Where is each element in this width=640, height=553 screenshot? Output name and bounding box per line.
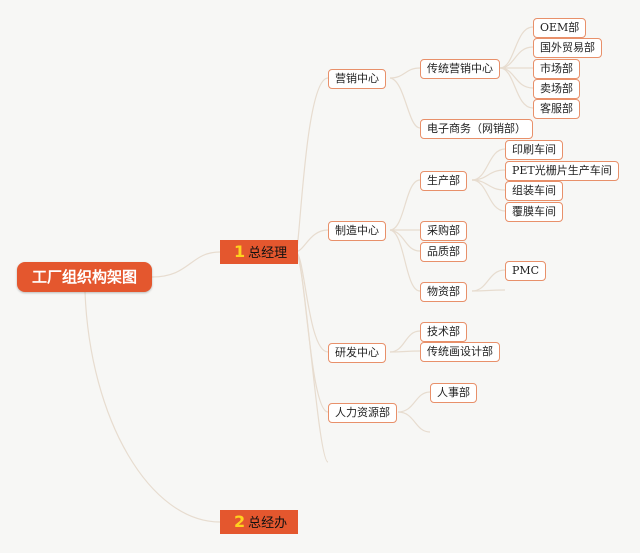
node-traditional-design[interactable]: 传统画设计部 xyxy=(420,342,500,362)
node-quality[interactable]: 品质部 xyxy=(420,242,467,262)
root-node[interactable]: 工厂组织构架图 xyxy=(17,262,152,292)
node-pmc[interactable]: PMC xyxy=(505,261,547,281)
branch-label: 总经理 xyxy=(248,246,288,261)
node-materials[interactable]: 物资部 xyxy=(420,282,467,302)
branch-number-badge: 1 xyxy=(234,242,246,261)
branch-number-badge: 2 xyxy=(234,512,246,531)
branch-label: 总经办 xyxy=(248,516,288,531)
node-pet[interactable]: PET光栅片生产车间 xyxy=(505,161,619,181)
node-purchasing[interactable]: 采购部 xyxy=(420,221,467,241)
node-intl-trade[interactable]: 国外贸易部 xyxy=(533,38,602,58)
node-hr[interactable]: 人力资源部 xyxy=(328,403,397,423)
node-customer-service[interactable]: 客服部 xyxy=(533,99,580,119)
node-rnd[interactable]: 研发中心 xyxy=(328,343,386,363)
node-traditional-marketing[interactable]: 传统营销中心 xyxy=(420,59,500,79)
node-oem[interactable]: OEM部 xyxy=(533,18,587,38)
node-marketing[interactable]: 营销中心 xyxy=(328,69,386,89)
node-ecommerce[interactable]: 电子商务（网销部） xyxy=(420,119,533,139)
node-printing[interactable]: 印刷车间 xyxy=(505,140,563,160)
node-market-dept[interactable]: 市场部 xyxy=(533,59,580,79)
node-tech[interactable]: 技术部 xyxy=(420,322,467,342)
node-personnel[interactable]: 人事部 xyxy=(430,383,477,403)
node-laminating[interactable]: 覆膜车间 xyxy=(505,202,563,222)
node-manufacturing[interactable]: 制造中心 xyxy=(328,221,386,241)
node-store-dept[interactable]: 卖场部 xyxy=(533,79,580,99)
node-assembly[interactable]: 组装车间 xyxy=(505,181,563,201)
node-production[interactable]: 生产部 xyxy=(420,171,467,191)
